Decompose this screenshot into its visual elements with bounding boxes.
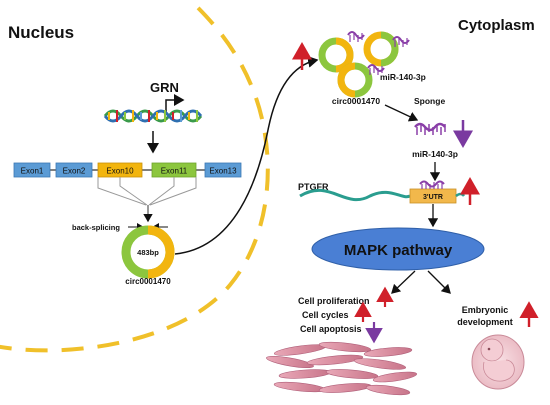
mirna-strand-icon xyxy=(414,122,446,135)
circrna-size-label: 483bp xyxy=(137,248,159,257)
embryonic-label-2: development xyxy=(457,317,513,327)
cell-proliferation-label: Cell proliferation xyxy=(298,296,370,306)
dna-helix-icon xyxy=(103,109,203,123)
outcome-arrow-left xyxy=(391,270,416,294)
gene-label: GRN xyxy=(150,80,179,95)
exon-13: Exon13 xyxy=(204,162,242,178)
mapk-pathway-ellipse xyxy=(311,227,485,271)
cell-apoptosis-label: Cell apoptosis xyxy=(300,324,362,334)
utr-label: 3'UTR xyxy=(423,194,443,201)
mirna-bound-icon xyxy=(419,180,445,189)
ptgfr-label: PTGFR xyxy=(298,182,329,192)
circrna-name-nucleus: circ0001470 xyxy=(125,277,171,286)
cytoplasm-label: Cytoplasm xyxy=(458,17,535,34)
exon-2: Exon2 xyxy=(55,162,93,178)
exon-1: Exon1 xyxy=(13,162,51,178)
exon-2-label: Exon2 xyxy=(63,167,86,176)
exon-10-label: Exon10 xyxy=(106,167,134,176)
cells-illustration xyxy=(266,341,418,396)
exon-13-label: Exon13 xyxy=(209,167,237,176)
nucleus-boundary xyxy=(0,0,270,353)
export-arrow xyxy=(174,55,319,255)
exon-11-label: Exon11 xyxy=(161,167,188,176)
circrna-name-cytoplasm: circ0001470 xyxy=(332,96,380,106)
exon-10: Exon10 xyxy=(97,162,143,178)
ptgfr-mrna-line xyxy=(299,188,411,202)
utr-tail xyxy=(455,192,465,198)
back-splicing-label: back-splicing xyxy=(72,223,120,232)
nucleus-label: Nucleus xyxy=(8,23,74,42)
mirna-label-top: miR-140-3p xyxy=(380,72,426,82)
exon-11: Exon11 xyxy=(151,162,197,178)
splicing-lines xyxy=(97,177,197,206)
sponge-arrow xyxy=(384,104,419,122)
sponge-label: Sponge xyxy=(414,96,445,106)
embryo-icon xyxy=(471,334,525,390)
cell-cycles-label: Cell cycles xyxy=(302,310,349,320)
circrna-ring-icon xyxy=(121,225,175,279)
exon-1-label: Exon1 xyxy=(21,167,44,176)
mirna-label-mid: miR-140-3p xyxy=(412,149,458,159)
mapk-pathway-label: MAPK pathway xyxy=(344,242,453,259)
embryonic-label-1: Embryonic xyxy=(462,305,509,315)
circrna-cluster-icon xyxy=(318,31,410,98)
outcome-arrow-right xyxy=(427,270,451,294)
utr-box: 3'UTR xyxy=(409,188,457,204)
transcription-start-arrow xyxy=(165,94,185,112)
